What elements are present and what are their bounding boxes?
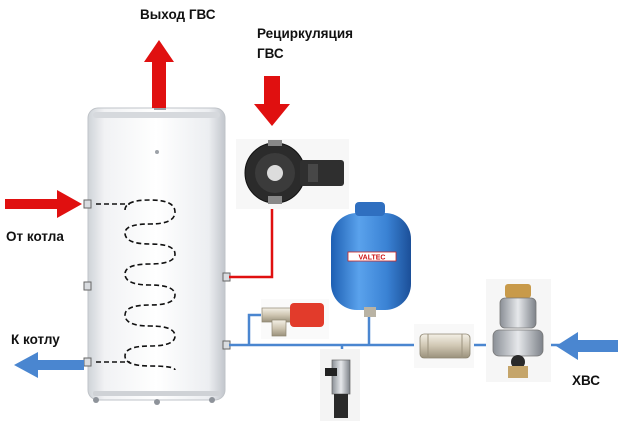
label-from-boiler: От котла [6,229,64,244]
tank-side-fittings [83,199,231,367]
cold-water-inlet-arrow [556,332,618,360]
drain-valve [320,349,360,421]
expansion-tank: VALTEC [331,202,411,317]
hot-water-pipes [229,202,274,279]
hot-water-outlet-arrow [144,40,174,108]
label-recirculation-line2: ГВС [257,46,284,61]
label-cold-water: ХВС [572,373,600,388]
check-valve [414,324,474,368]
safety-valve [261,299,329,339]
to-boiler-arrow [14,352,84,378]
from-boiler-arrow [5,190,82,218]
recirculation-pump [236,139,349,209]
label-to-boiler: К котлу [11,332,60,347]
recirculation-arrow [254,76,290,126]
label-hot-water-out: Выход ГВС [140,7,216,22]
label-recirculation-line1: Рециркуляция [257,26,353,41]
water-heater-tank [87,102,226,405]
expansion-tank-brand: VALTEC [359,255,386,262]
pressure-reducer [486,279,551,382]
heating-coil [96,199,176,371]
